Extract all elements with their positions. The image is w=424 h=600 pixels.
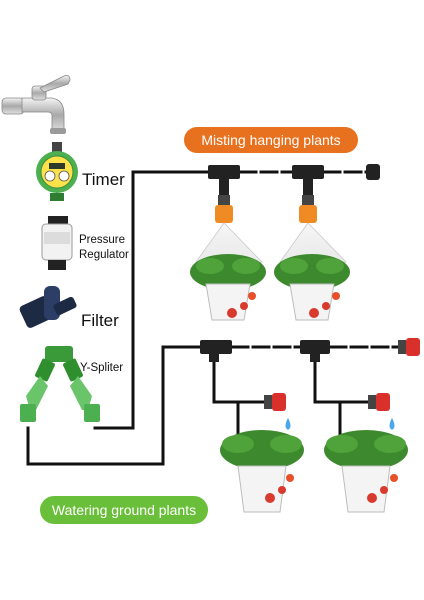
water-drop-icon [389, 418, 395, 430]
label-filter: Filter [81, 311, 119, 330]
ground-plant-1 [220, 430, 304, 513]
pipe-misting-feed [93, 170, 210, 430]
hanging-plant-1 [190, 254, 266, 321]
water-drop-icon [285, 418, 291, 430]
watering-banner: Watering ground plants [40, 496, 208, 524]
watering-tee-2 [300, 340, 330, 362]
label-pressure-line2: Regulator [79, 249, 129, 261]
filter-icon [19, 286, 77, 328]
pressure-regulator-icon [41, 216, 73, 270]
y-splitter-icon [20, 346, 100, 422]
label-timer: Timer [82, 170, 125, 189]
dripper-2 [368, 393, 390, 411]
dripper-1 [264, 393, 286, 411]
end-plug-misting [366, 164, 380, 180]
ground-plant-2 [324, 430, 408, 513]
mist-nozzle-2 [299, 195, 317, 223]
label-pressure-regulator: Pressure Regulator [79, 233, 129, 263]
pipe-drop-2 [313, 356, 370, 404]
misting-tee-1 [208, 165, 240, 195]
misting-banner: Misting hanging plants [184, 127, 358, 153]
hanging-plant-2 [274, 254, 350, 321]
label-pressure-line1: Pressure [79, 234, 126, 246]
watering-tee-1 [200, 340, 232, 362]
label-y-splitter: Y-Spliter [80, 362, 124, 374]
timer-icon [36, 142, 78, 201]
faucet-icon [1, 75, 71, 134]
mist-nozzle-1 [215, 195, 233, 223]
pipe-network [26, 170, 400, 466]
misting-tee-2 [292, 165, 324, 195]
pipe-watering-feed [26, 345, 202, 466]
pipe-drop-1 [212, 356, 266, 404]
dripper-end [398, 338, 420, 356]
